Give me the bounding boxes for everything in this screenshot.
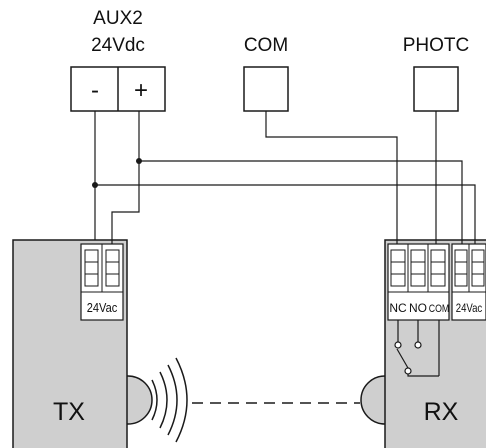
wire-plus-to-rx <box>139 160 463 244</box>
junction-dot-minus <box>92 182 98 188</box>
tx-signal-waves <box>151 357 188 443</box>
rx-power-screw-terminals <box>454 249 485 287</box>
rx-label: RX <box>424 398 459 426</box>
wire-plus <box>111 111 140 244</box>
wire-minus-to-rx <box>95 184 476 244</box>
junction-dot-plus <box>136 158 142 164</box>
photc-terminal-box <box>413 66 459 112</box>
rx-no-label: NO <box>409 301 427 315</box>
tx-device: 24Vac TX <box>12 239 128 448</box>
com-terminal-box <box>243 66 289 112</box>
aux2-voltage-label: 24Vdc <box>91 35 145 56</box>
aux2-label: AUX2 <box>93 8 143 29</box>
tx-screw-terminals <box>84 249 120 287</box>
wire-com <box>265 111 398 244</box>
photc-label: PHOTC <box>403 35 470 56</box>
rx-device: NC NO COM 24Vac RX <box>384 239 486 448</box>
aux2-minus-terminal: - <box>91 77 99 104</box>
rx-nc-label: NC <box>389 301 407 315</box>
tx-terminal-label: 24Vac <box>87 300 117 315</box>
rx-com-label: COM <box>429 303 450 315</box>
aux2-plus-terminal: + <box>134 77 148 104</box>
com-label: COM <box>244 35 288 56</box>
rx-contact-screw-terminals <box>390 249 446 287</box>
rx-relay-contact <box>394 320 440 377</box>
rx-terminal-label: 24Vac <box>456 302 483 315</box>
tx-label: TX <box>53 398 85 426</box>
aux2-terminal-block: - + <box>70 66 166 112</box>
wiring <box>94 111 476 244</box>
